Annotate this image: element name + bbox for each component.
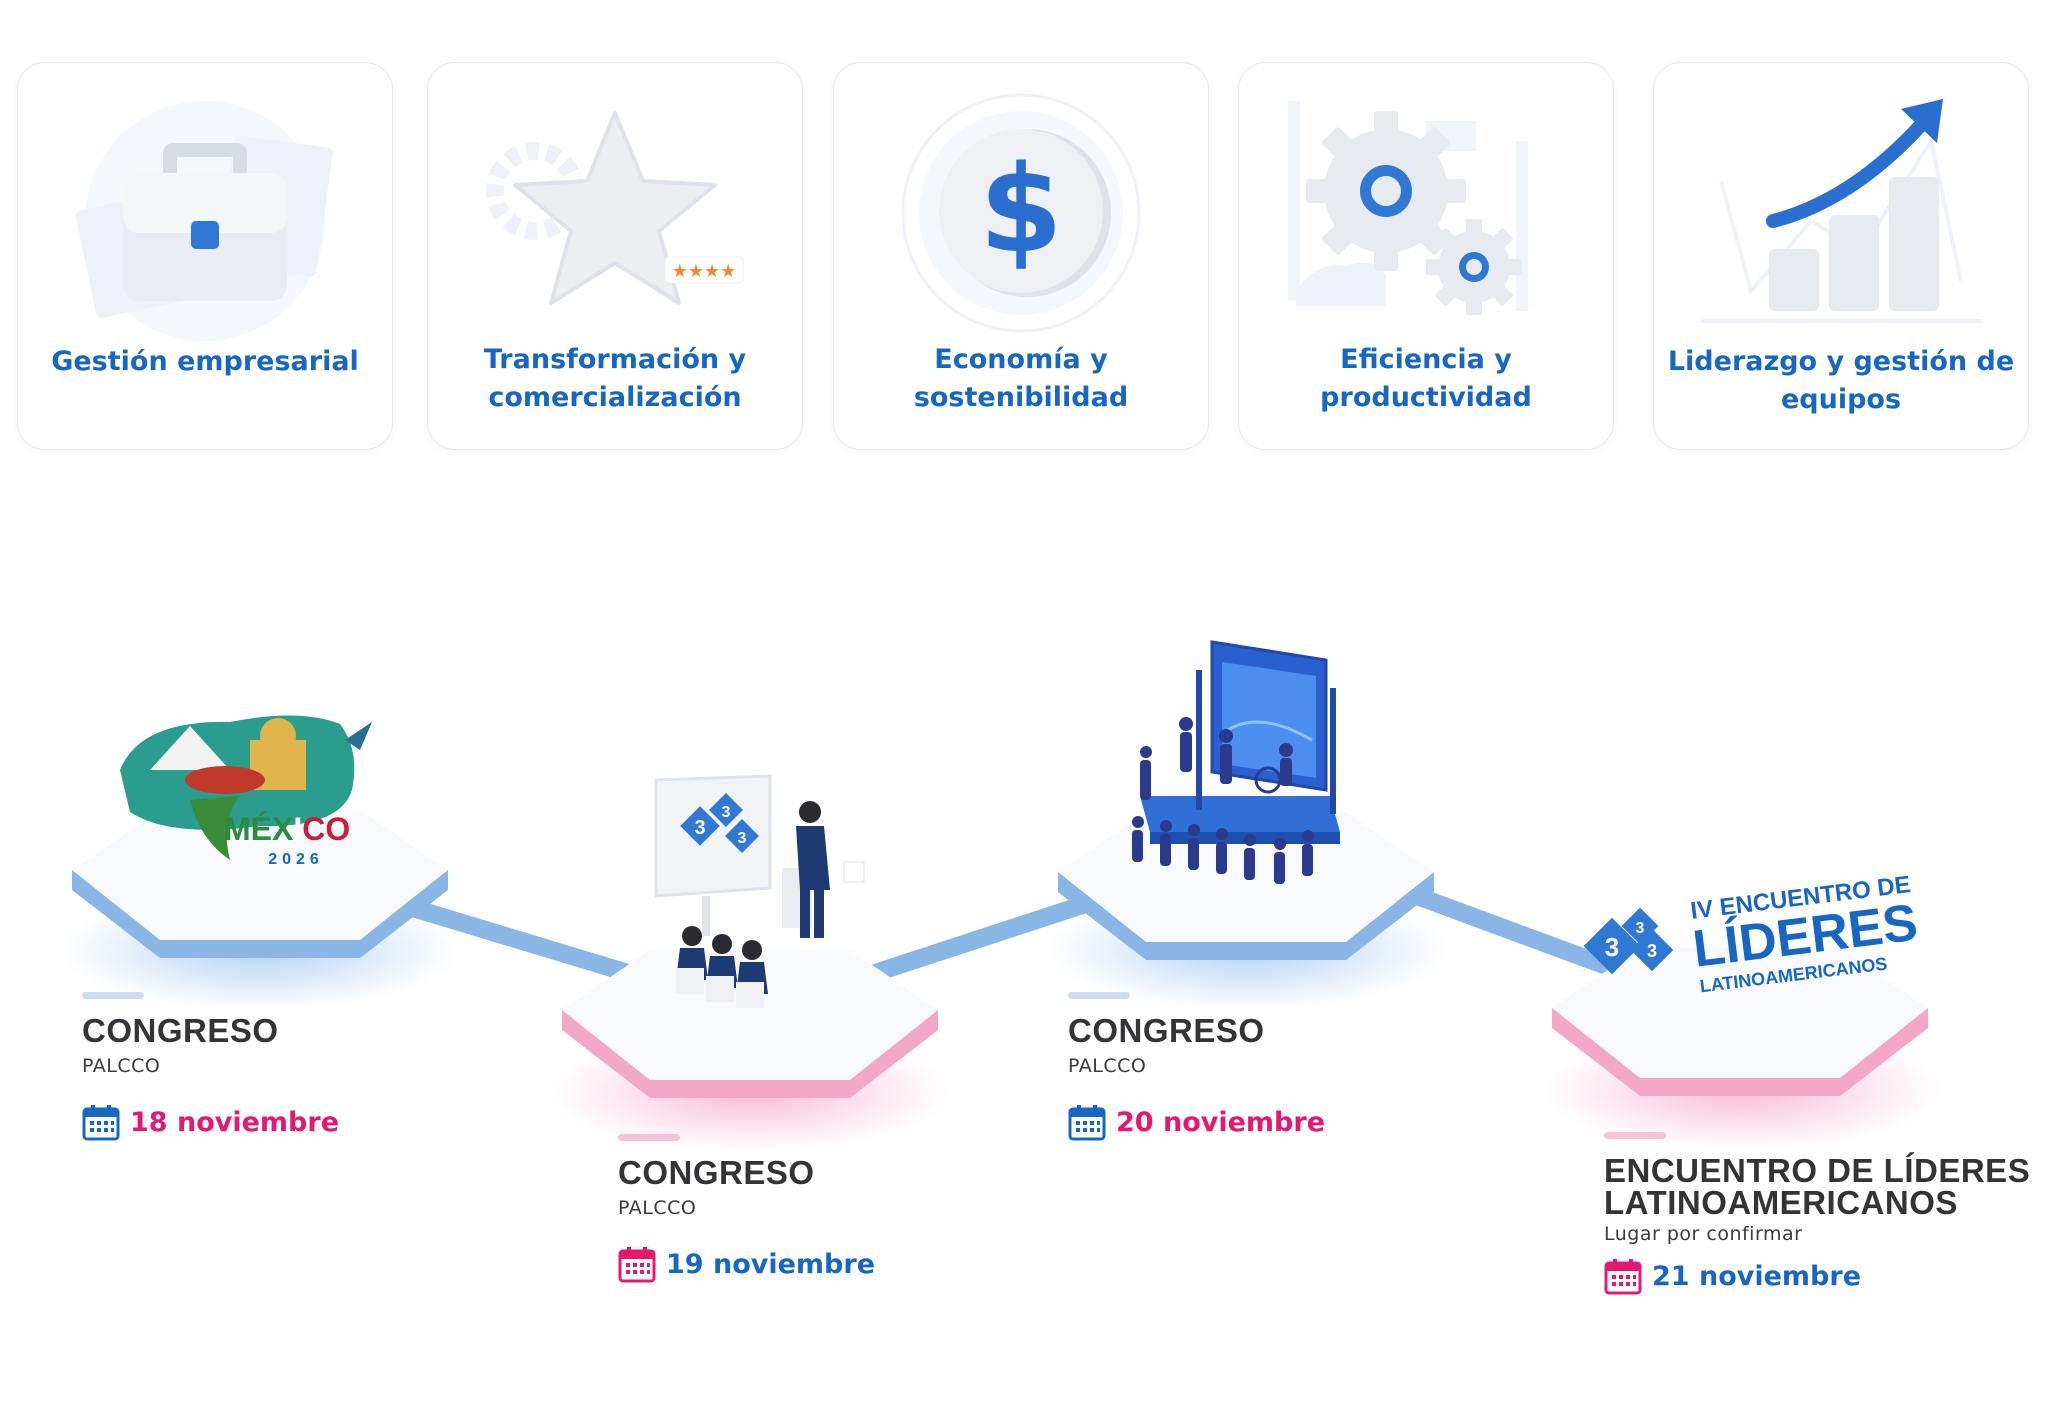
platform-2 bbox=[562, 950, 938, 1098]
event-20: CONGRESO PALCCO 20 noviembre bbox=[1068, 992, 1325, 1141]
event-venue: PALCCO bbox=[82, 1055, 161, 1077]
event-19: CONGRESO PALCCO 19 noviembre bbox=[618, 1134, 875, 1283]
card-economia[interactable]: $ Economía y sostenibilidad bbox=[833, 62, 1209, 450]
briefcase-icon bbox=[75, 101, 333, 341]
event-accent-bar bbox=[618, 1134, 680, 1141]
platform-4 bbox=[1552, 948, 1928, 1096]
timeline-platforms: MÉXICO 2026 3 3 3 bbox=[60, 640, 1942, 1152]
growth-chart-icon bbox=[1701, 99, 1981, 323]
event-date: 18 noviembre bbox=[130, 1106, 339, 1138]
event-title: CONGRESO bbox=[82, 1012, 279, 1049]
brand-digit: 3 bbox=[722, 804, 731, 821]
brand-digit: 3 bbox=[1647, 941, 1657, 961]
mexico-2026-logo: MÉXICO 2026 bbox=[120, 715, 372, 868]
event-venue: PALCCO bbox=[618, 1197, 697, 1219]
svg-text:MÉXICO: MÉXICO bbox=[224, 811, 350, 847]
event-date: 20 noviembre bbox=[1116, 1106, 1325, 1138]
mexico-word-part1: MÉX bbox=[224, 811, 294, 847]
event-venue: Lugar por confirmar bbox=[1604, 1223, 1803, 1245]
event-venue: PALCCO bbox=[1068, 1055, 1147, 1077]
event-title: CONGRESO bbox=[1068, 1012, 1265, 1049]
event-title-line2: LATINOAMERICANOS bbox=[1604, 1184, 1958, 1221]
card-label: Gestión empresarial bbox=[51, 346, 359, 377]
card-label: Transformación y comercialización bbox=[483, 344, 747, 413]
event-date: 21 noviembre bbox=[1652, 1260, 1861, 1292]
card-transformacion[interactable]: ★★★★ Transformación y comercialización bbox=[427, 62, 803, 450]
event-18: CONGRESO PALCCO 18 noviembre bbox=[82, 992, 339, 1141]
event-timeline: MÉXICO 2026 3 3 3 bbox=[0, 600, 2048, 1300]
star-icon: ★★★★ bbox=[486, 111, 744, 305]
event-accent-bar bbox=[82, 992, 144, 999]
card-label: Liderazgo y gestión de equipos bbox=[1667, 346, 2015, 415]
iv-encuentro-logo: 3 3 3 IV ENCUENTRO DE LÍDERES LATINOAMER… bbox=[1583, 871, 1921, 996]
card-liderazgo[interactable]: Liderazgo y gestión de equipos bbox=[1653, 62, 2029, 450]
platform-1 bbox=[72, 810, 448, 958]
calendar-icon bbox=[82, 1105, 120, 1141]
calendar-icon bbox=[1068, 1105, 1106, 1141]
svg-text:$: $ bbox=[979, 141, 1063, 280]
card-gestion-empresarial[interactable]: Gestión empresarial bbox=[17, 62, 393, 450]
brand-digit: 3 bbox=[738, 830, 747, 847]
connector-2 bbox=[863, 887, 1113, 985]
event-accent-bar bbox=[1068, 992, 1130, 999]
brand-digit: 3 bbox=[1636, 920, 1645, 937]
connector-3 bbox=[1386, 877, 1616, 977]
card-label: Eficiencia y productividad bbox=[1320, 344, 1532, 413]
calendar-icon bbox=[1604, 1259, 1642, 1295]
event-title: CONGRESO bbox=[618, 1154, 815, 1191]
event-21: ENCUENTRO DE LÍDERES LATINOAMERICANOS Lu… bbox=[1604, 1132, 2030, 1295]
mexico-year: 2026 bbox=[268, 851, 324, 868]
event-accent-bar bbox=[1604, 1132, 1666, 1139]
card-label: Economía y sostenibilidad bbox=[913, 344, 1129, 413]
gears-icon bbox=[1288, 101, 1528, 315]
brand-digit: 3 bbox=[1605, 932, 1619, 962]
presentation-scene: 3 3 3 bbox=[654, 774, 865, 1008]
mexico-word-part3: CO bbox=[302, 811, 350, 847]
event-date: 19 noviembre bbox=[666, 1248, 875, 1280]
concert-stage bbox=[1132, 640, 1340, 884]
svg-text:★★★★: ★★★★ bbox=[672, 261, 737, 282]
card-eficiencia[interactable]: Eficiencia y productividad bbox=[1238, 62, 1614, 450]
event-title-line1: ENCUENTRO DE LÍDERES bbox=[1604, 1152, 2031, 1189]
dollar-coin-icon: $ bbox=[901, 93, 1141, 333]
mexico-word-part2: I bbox=[293, 811, 302, 847]
calendar-icon bbox=[618, 1247, 656, 1283]
brand-digit: 3 bbox=[694, 817, 705, 839]
